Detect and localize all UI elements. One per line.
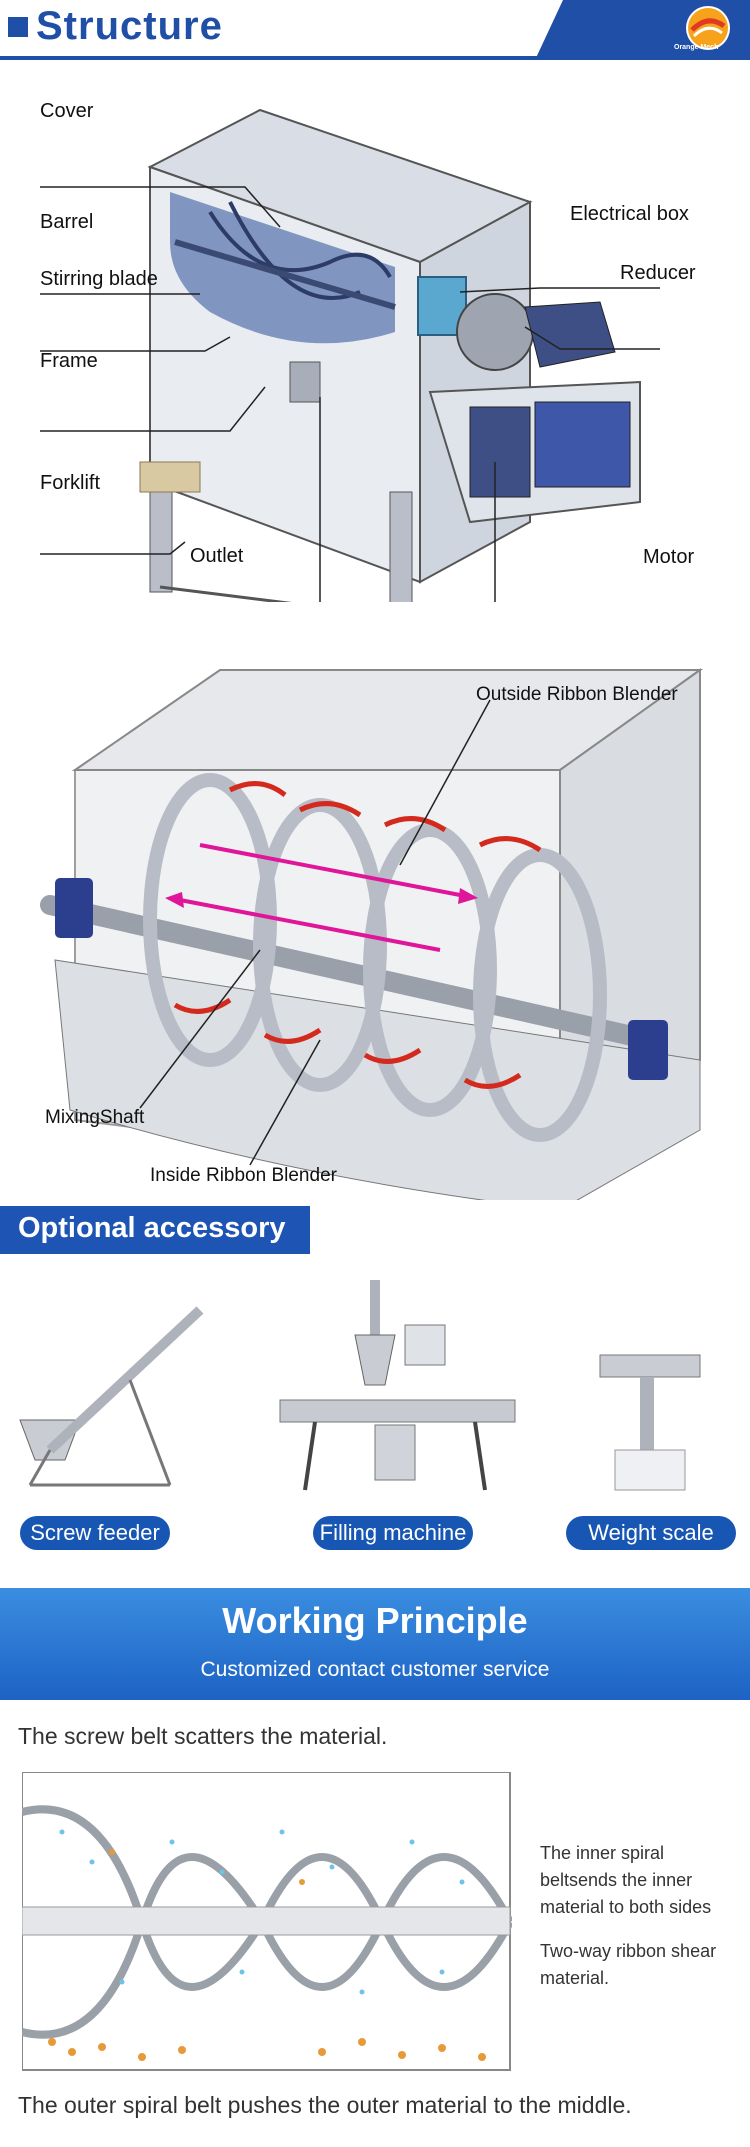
accessory-pill-weight-scale: Weight scale <box>566 1516 736 1550</box>
label-outlet: Outlet <box>190 545 244 567</box>
screw-feeder-image <box>19 1306 204 1487</box>
header-square-icon <box>8 17 28 37</box>
header-stripe <box>0 56 540 60</box>
note-two-way: Two-way ribbon shear material. <box>540 1941 717 1988</box>
principle-diagram <box>22 1772 512 2071</box>
working-principle-band <box>0 1588 750 1700</box>
caption-top: The screw belt scatters the material. <box>18 1723 388 1749</box>
accessory-title: Optional accessory <box>18 1212 286 1244</box>
structure-diagram <box>40 108 660 602</box>
working-principle-subtitle: Customized contact customer service <box>200 1658 550 1681</box>
accessory-pill-screw-feeder: Screw feeder <box>20 1516 170 1550</box>
filling-machine-image <box>279 1280 516 1491</box>
label-mixing-shaft: MixingShaft <box>45 1107 145 1128</box>
accessory-title-bar <box>0 1206 310 1254</box>
label-barrel: Barrel <box>40 211 94 233</box>
label-forklift: Forklift <box>40 472 100 494</box>
label-frame: Frame <box>40 350 98 372</box>
logo-text: Orange Mech <box>674 44 719 51</box>
working-principle-title: Working Principle <box>222 1600 528 1641</box>
page-title: Structure <box>36 4 223 48</box>
label-stirring-blade: Stirring blade <box>40 268 158 290</box>
label-cover: Cover <box>40 100 94 122</box>
caption-bottom: The outer spiral belt pushes the outer m… <box>18 2092 632 2118</box>
accessory-pill-filling-machine: Filling machine <box>313 1516 473 1550</box>
weight-scale-image <box>599 1354 701 1491</box>
label-inside-ribbon: Inside Ribbon Blender <box>150 1165 337 1186</box>
brand-logo <box>686 6 730 50</box>
ribbon-diagram <box>40 668 704 1200</box>
label-reducer: Reducer <box>620 262 696 284</box>
label-motor: Motor <box>643 546 695 568</box>
label-electrical-box: Electrical box <box>570 203 689 225</box>
label-outside-ribbon: Outside Ribbon Blender <box>476 684 678 705</box>
note-inner-spiral: The inner spiral beltsends the inner mat… <box>540 1843 712 1917</box>
